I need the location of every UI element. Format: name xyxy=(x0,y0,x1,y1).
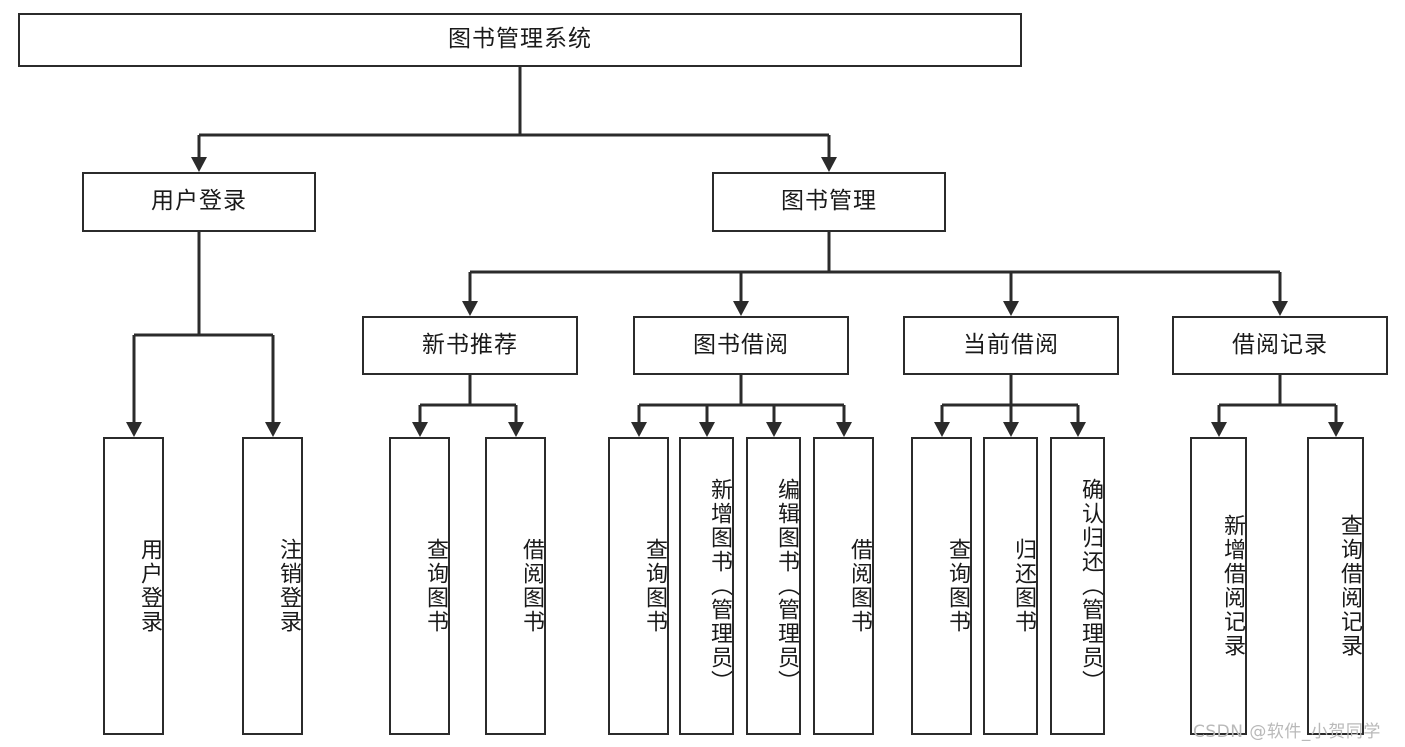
node-book-borrow[interactable]: 图书借阅 xyxy=(633,316,849,375)
node-borrow-record[interactable]: 借阅记录 xyxy=(1172,316,1388,375)
csdn-watermark: CSDN @软件_小贺同学 xyxy=(1193,722,1381,742)
user-login-bus-arrow-leaf-logout-head xyxy=(265,422,281,437)
node-label: 归还图书 xyxy=(1011,538,1036,634)
book-borrow-bus-arrow-leaf-query-book-2-head xyxy=(631,422,647,437)
book-manage-bus-arrow-book-borrow-head xyxy=(733,301,749,316)
book-manage-bus-arrow-current-borrow-head xyxy=(1003,301,1019,316)
node-leaf-query-book-3[interactable]: 查询图书 xyxy=(911,437,972,735)
new-book-recommend-bus-arrow-leaf-borrow-book-1-head xyxy=(508,422,524,437)
node-leaf-query-book-1[interactable]: 查询图书 xyxy=(389,437,450,735)
node-label: 当前借阅 xyxy=(963,331,1059,358)
node-leaf-query-record[interactable]: 查询借阅记录 xyxy=(1307,437,1364,735)
node-label: 图书管理 xyxy=(781,188,877,215)
borrow-record-bus-arrow-leaf-query-record-head xyxy=(1328,422,1344,437)
node-leaf-edit-book[interactable]: 编辑图书（管理员） xyxy=(746,437,801,735)
user-login-bus-arrow-leaf-user-login-head xyxy=(126,422,142,437)
node-leaf-borrow-book-1[interactable]: 借阅图书 xyxy=(485,437,546,735)
node-label: 注销登录 xyxy=(276,538,301,634)
node-label: 查询图书 xyxy=(423,538,448,634)
current-borrow-bus-arrow-leaf-confirm-return-head xyxy=(1070,422,1086,437)
book-borrow-bus-arrow-leaf-edit-book-head xyxy=(766,422,782,437)
node-leaf-return-book[interactable]: 归还图书 xyxy=(983,437,1038,735)
node-label: 查询图书 xyxy=(642,538,667,634)
node-leaf-query-book-2[interactable]: 查询图书 xyxy=(608,437,669,735)
book-manage-bus-arrow-new-book-recommend-head xyxy=(462,301,478,316)
node-leaf-add-record[interactable]: 新增借阅记录 xyxy=(1190,437,1247,735)
node-root[interactable]: 图书管理系统 xyxy=(18,13,1022,67)
node-label: 图书管理系统 xyxy=(448,26,592,53)
node-leaf-borrow-book-2[interactable]: 借阅图书 xyxy=(813,437,874,735)
node-leaf-add-book[interactable]: 新增图书（管理员） xyxy=(679,437,734,735)
node-label: 查询图书 xyxy=(945,538,970,634)
root-bus-arrow-user-login-head xyxy=(191,157,207,172)
root-bus-arrow-book-manage-head xyxy=(821,157,837,172)
node-label: 编辑图书（管理员） xyxy=(774,478,799,694)
node-label: 借阅图书 xyxy=(519,538,544,634)
node-label: 新增图书（管理员） xyxy=(707,478,732,694)
node-label: 用户登录 xyxy=(137,538,162,634)
node-current-borrow[interactable]: 当前借阅 xyxy=(903,316,1119,375)
node-leaf-confirm-return[interactable]: 确认归还（管理员） xyxy=(1050,437,1105,735)
borrow-record-bus-arrow-leaf-add-record-head xyxy=(1211,422,1227,437)
node-new-book-recommend[interactable]: 新书推荐 xyxy=(362,316,578,375)
book-borrow-bus-arrow-leaf-add-book-head xyxy=(699,422,715,437)
node-label: 新增借阅记录 xyxy=(1220,514,1245,658)
node-book-manage[interactable]: 图书管理 xyxy=(712,172,946,232)
node-leaf-user-login[interactable]: 用户登录 xyxy=(103,437,164,735)
book-borrow-bus-arrow-leaf-borrow-book-2-head xyxy=(836,422,852,437)
current-borrow-bus-arrow-leaf-return-book-head xyxy=(1003,422,1019,437)
node-label: 借阅记录 xyxy=(1232,331,1328,358)
node-label: 借阅图书 xyxy=(847,538,872,634)
node-label: 新书推荐 xyxy=(422,331,518,358)
node-label: 查询借阅记录 xyxy=(1337,514,1362,658)
node-label: 确认归还（管理员） xyxy=(1078,478,1103,694)
new-book-recommend-bus-arrow-leaf-query-book-1-head xyxy=(412,422,428,437)
node-user-login[interactable]: 用户登录 xyxy=(82,172,316,232)
book-manage-bus-arrow-borrow-record-head xyxy=(1272,301,1288,316)
node-leaf-logout[interactable]: 注销登录 xyxy=(242,437,303,735)
node-label: 用户登录 xyxy=(151,188,247,215)
current-borrow-bus-arrow-leaf-query-book-3-head xyxy=(934,422,950,437)
node-label: 图书借阅 xyxy=(693,331,789,358)
